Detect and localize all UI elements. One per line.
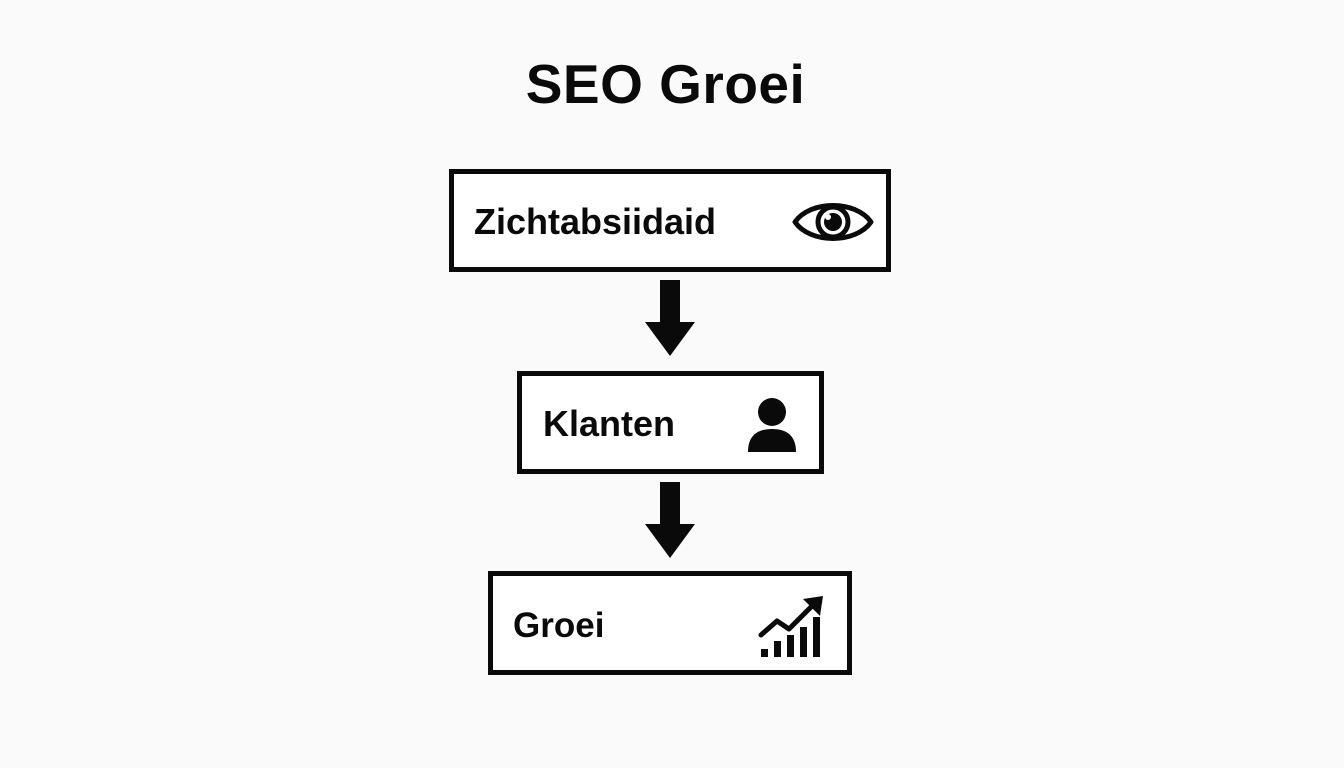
step-box-growth: Groei bbox=[488, 571, 852, 675]
step-label-growth: Groei bbox=[513, 606, 605, 645]
arrow-down-1 bbox=[642, 280, 698, 358]
diagram-title: SEO Groei bbox=[525, 53, 806, 115]
person-icon bbox=[745, 397, 799, 453]
step-label-visibility: Zichtabsiidaid bbox=[474, 201, 717, 242]
growth-chart-icon bbox=[757, 595, 827, 659]
step-label-customers: Klanten bbox=[543, 403, 676, 444]
step-box-visibility: Zichtabsiidaid bbox=[449, 169, 891, 272]
eye-icon bbox=[792, 196, 874, 248]
arrow-down-2 bbox=[642, 482, 698, 560]
step-box-customers: Klanten bbox=[517, 371, 824, 474]
